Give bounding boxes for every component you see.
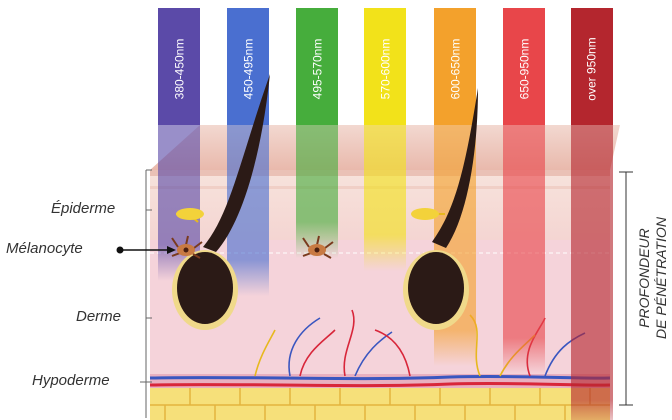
band-label-3: 495-570nm bbox=[310, 14, 324, 124]
band-label-5: 600-650nm bbox=[448, 14, 462, 124]
label-dermis: Derme bbox=[76, 308, 121, 325]
band-label-text: 650-950nm bbox=[517, 39, 531, 100]
band-label-text: 600-650nm bbox=[448, 39, 462, 100]
band-label-text: 570-600nm bbox=[378, 39, 392, 100]
depth-title-line1: PROFONDEUR bbox=[636, 228, 652, 328]
depth-title-line2: DE PÉNÉTRATION bbox=[653, 217, 669, 339]
band-label-text: over 950nm bbox=[585, 37, 599, 100]
label-hypodermis: Hypoderme bbox=[32, 372, 110, 389]
band-label-6: 650-950nm bbox=[517, 14, 531, 124]
band-label-4: 570-600nm bbox=[378, 14, 392, 124]
hypodermis-fat bbox=[150, 388, 610, 420]
band-label-2: 450-495nm bbox=[241, 14, 255, 124]
band-label-text: 495-570nm bbox=[310, 39, 324, 100]
band-label-text: 450-495nm bbox=[241, 39, 255, 100]
band-label-text: 380-450nm bbox=[172, 39, 186, 100]
band-label-7: over 950nm bbox=[585, 14, 599, 124]
depth-arrow bbox=[619, 172, 633, 405]
label-epidermis: Épiderme bbox=[51, 200, 115, 217]
band-label-1: 380-450nm bbox=[172, 14, 186, 124]
label-melanocyte: Mélanocyte bbox=[6, 240, 83, 257]
